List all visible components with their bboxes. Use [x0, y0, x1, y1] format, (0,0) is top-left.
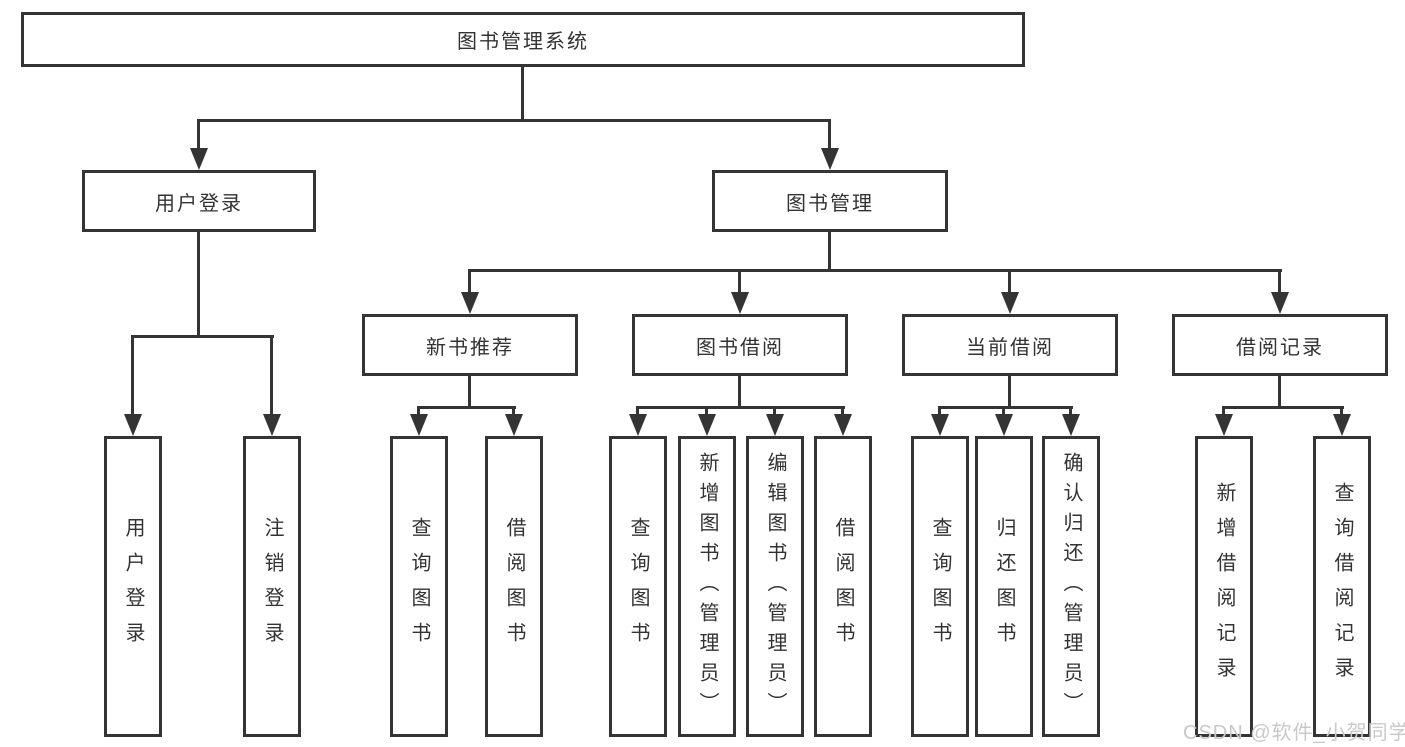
connector-new-book-recommend-bus: [417, 406, 516, 409]
connector-drop-leaf: [1002, 406, 1005, 418]
leaf-user-login-label: 用户登录: [122, 516, 144, 657]
leaf-borrow-book-recommend-label: 借阅图书: [503, 516, 525, 657]
arrowhead-user-login: [190, 148, 208, 170]
connector-current-borrow-bus: [938, 406, 1073, 409]
connector-level2-bus: [197, 119, 831, 122]
connector-current-borrow-stem: [1008, 376, 1011, 409]
arrowhead-leaf-borrow-book-recommend: [505, 414, 523, 436]
leaf-query-book-current-label: 查询图书: [929, 516, 951, 657]
leaf-confirm-return-admin-label: 确认归还（管理员）: [1060, 451, 1082, 722]
connector-drop-leaf-user-login: [131, 335, 134, 416]
connector-drop-borrow-record: [1278, 269, 1281, 295]
connector-drop-book-management: [828, 119, 831, 152]
connector-book-borrow-stem: [738, 376, 741, 409]
arrowhead-leaf-confirm-return-admin: [1062, 414, 1080, 436]
leaf-query-book-recommend-label: 查询图书: [408, 516, 430, 657]
arrowhead-leaf-user-login: [124, 414, 142, 436]
connector-drop-current-borrow: [1008, 269, 1011, 295]
leaf-logout-login-label: 注销登录: [261, 516, 283, 657]
arrowhead-current-borrow: [1001, 292, 1019, 314]
arrowhead-leaf-borrow-book: [834, 414, 852, 436]
leaf-logout-login: 注销登录: [243, 436, 301, 737]
connector-drop-leaf: [773, 406, 776, 418]
leaf-add-book-admin: 新增图书（管理员）: [678, 436, 736, 737]
connector-user-login-stem: [197, 232, 200, 338]
connector-root-stem: [521, 67, 524, 121]
connector-user-login-bus: [131, 335, 274, 338]
arrowhead-leaf-add-borrow-record: [1215, 414, 1233, 436]
leaf-edit-book-admin: 编辑图书（管理员）: [746, 436, 804, 737]
arrowhead-leaf-query-borrow-record: [1333, 414, 1351, 436]
leaf-user-login: 用户登录: [104, 436, 162, 737]
connector-book-management-stem: [828, 232, 831, 272]
connector-drop-leaf: [636, 406, 639, 418]
arrowhead-leaf-query-book-borrow: [629, 414, 647, 436]
connector-new-book-recommend-stem: [468, 376, 471, 409]
leaf-return-book-label: 归还图书: [993, 516, 1015, 657]
leaf-query-book-current: 查询图书: [911, 436, 969, 737]
leaf-add-borrow-record: 新增借阅记录: [1195, 436, 1253, 737]
arrowhead-leaf-query-book-recommend: [410, 414, 428, 436]
arrowhead-leaf-edit-book-admin: [766, 414, 784, 436]
leaf-confirm-return-admin: 确认归还（管理员）: [1042, 436, 1100, 737]
connector-drop-leaf: [417, 406, 420, 418]
arrowhead-new-book-recommend: [461, 292, 479, 314]
connector-book-borrow-bus: [636, 406, 845, 409]
connector-borrow-record-bus: [1222, 406, 1344, 409]
arrowhead-leaf-query-book-current: [931, 414, 949, 436]
node-book-borrow: 图书借阅: [632, 314, 848, 376]
node-new-book-recommend: 新书推荐: [362, 314, 578, 376]
arrowhead-leaf-logout: [263, 414, 281, 436]
connector-level3-bus: [468, 269, 1282, 272]
leaf-query-borrow-record-label: 查询借阅记录: [1331, 481, 1353, 692]
leaf-borrow-book-recommend: 借阅图书: [485, 436, 543, 737]
node-current-borrow: 当前借阅: [902, 314, 1118, 376]
leaf-edit-book-admin-label: 编辑图书（管理员）: [764, 451, 786, 722]
node-borrow-record: 借阅记录: [1172, 314, 1388, 376]
connector-drop-leaf: [938, 406, 941, 418]
connector-drop-user-login: [197, 119, 200, 152]
connector-borrow-record-stem: [1278, 376, 1281, 409]
leaf-query-book-borrow: 查询图书: [609, 436, 667, 737]
connector-drop-leaf: [512, 406, 515, 418]
connector-drop-leaf: [1340, 406, 1343, 418]
connector-drop-leaf: [1069, 406, 1072, 418]
connector-drop-leaf: [705, 406, 708, 418]
csdn-watermark: CSDN @软件_小贺同学: [1183, 722, 1405, 744]
connector-drop-new-book-recommend: [468, 269, 471, 295]
arrowhead-book-management: [821, 148, 839, 170]
leaf-return-book: 归还图书: [975, 436, 1033, 737]
connector-drop-leaf: [1222, 406, 1225, 418]
leaf-borrow-book: 借阅图书: [814, 436, 872, 737]
leaf-add-borrow-record-label: 新增借阅记录: [1213, 481, 1235, 692]
connector-drop-book-borrow: [738, 269, 741, 295]
node-user-login-group: 用户登录: [82, 170, 316, 232]
arrowhead-leaf-return-book: [995, 414, 1013, 436]
leaf-query-book-recommend: 查询图书: [390, 436, 448, 737]
connector-drop-leaf: [841, 406, 844, 418]
node-root-library-system: 图书管理系统: [21, 12, 1025, 67]
leaf-borrow-book-label: 借阅图书: [832, 516, 854, 657]
node-book-management: 图书管理: [712, 170, 948, 232]
arrowhead-leaf-add-book-admin: [698, 414, 716, 436]
arrowhead-book-borrow: [731, 292, 749, 314]
leaf-query-borrow-record: 查询借阅记录: [1313, 436, 1371, 737]
arrowhead-borrow-record: [1271, 292, 1289, 314]
connector-drop-leaf-logout: [270, 335, 273, 416]
leaf-query-book-borrow-label: 查询图书: [627, 516, 649, 657]
leaf-add-book-admin-label: 新增图书（管理员）: [696, 451, 718, 722]
